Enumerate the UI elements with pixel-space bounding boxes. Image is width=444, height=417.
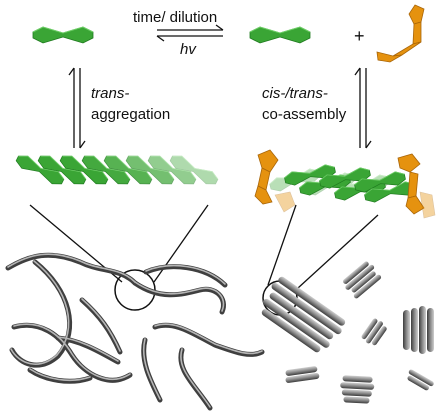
time-dilution-label: time/ dilution [133, 9, 218, 26]
rod-bundle [340, 375, 375, 404]
equilibrium-arrow-right [354, 67, 372, 149]
plus-sign: + [354, 26, 365, 46]
rod-bundles [261, 261, 434, 404]
equilibrium-arrow-horizontal [156, 24, 224, 42]
hv-label: hv [180, 41, 196, 58]
cis-molecule-icon [376, 4, 425, 63]
rod-bundle [361, 318, 387, 346]
fiber-network [5, 252, 265, 411]
co-assembly-label-line1: cis-/trans- [262, 85, 328, 102]
zoom-lines-left [29, 204, 209, 283]
rod-bundle [407, 369, 434, 391]
equilibrium-arrow-left [68, 67, 86, 149]
trans-aggregation-label-line2: aggregation [91, 106, 171, 123]
trans-molecule-icon [32, 26, 94, 44]
trans-molecule-product-icon [249, 26, 311, 44]
co-assembly-stack [254, 149, 436, 219]
rod-bundle [403, 306, 434, 354]
trans-aggregation-label-line1: trans- [91, 85, 130, 102]
rod-bundle [261, 276, 346, 353]
co-assembly-label-line2: co-assembly [262, 106, 347, 123]
zoom-lines-right [267, 204, 379, 289]
trans-aggregate-stack [13, 151, 221, 189]
rod-bundle [343, 261, 382, 299]
rod-bundle [285, 366, 320, 383]
